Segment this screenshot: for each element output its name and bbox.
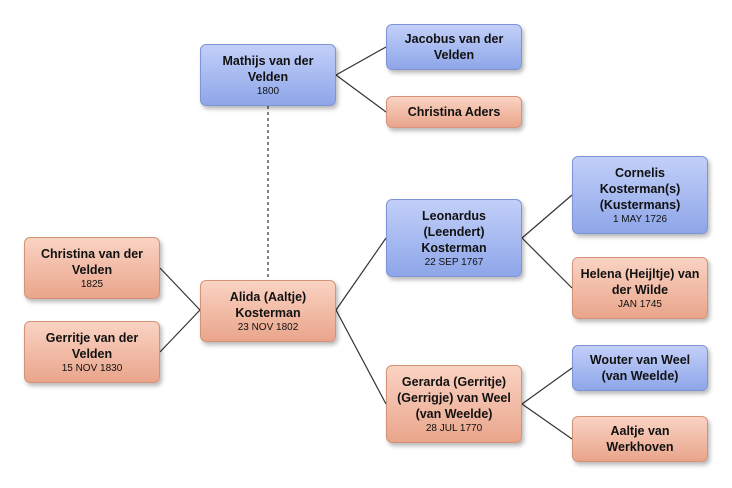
person-date: 23 NOV 1802 bbox=[237, 321, 299, 333]
person-name: Christina van der Velden bbox=[40, 246, 144, 277]
person-christina-aders[interactable]: Christina Aders bbox=[386, 96, 522, 128]
person-name: Gerritje van der Velden bbox=[45, 330, 139, 361]
person-date: 28 JUL 1770 bbox=[425, 422, 483, 434]
connector-gerritje-alida bbox=[159, 309, 201, 353]
person-cornelis-kosterman[interactable]: Cornelis Kosterman(s) (Kustermans) 1 MAY… bbox=[572, 156, 708, 234]
person-gerarda-van-weel[interactable]: Gerarda (Gerritje) (Gerrigje) van Weel (… bbox=[386, 365, 522, 443]
person-name: Gerarda (Gerritje) (Gerrigje) van Weel (… bbox=[397, 374, 511, 421]
person-date: 22 SEP 1767 bbox=[424, 256, 484, 268]
person-jacobus-van-der-velden[interactable]: Jacobus van der Velden bbox=[386, 24, 522, 70]
connector-gerarda-wouter bbox=[521, 367, 573, 405]
person-date: JAN 1745 bbox=[618, 298, 662, 310]
person-name: Helena (Heijltje) van der Wilde bbox=[580, 266, 700, 297]
connector-gerarda-aaltje bbox=[521, 403, 573, 440]
person-helena-van-der-wilde[interactable]: Helena (Heijltje) van der Wilde JAN 1745 bbox=[572, 257, 708, 319]
person-date: 15 NOV 1830 bbox=[61, 362, 123, 374]
connector-leonardus-helena bbox=[521, 237, 573, 289]
connector-mathijs-jacobus bbox=[335, 46, 387, 76]
connector-alida-leonardus bbox=[335, 237, 387, 311]
person-mathijs-van-der-velden[interactable]: Mathijs van der Velden 1800 bbox=[200, 44, 336, 106]
person-name: Leonardus (Leendert) Kosterman bbox=[421, 208, 487, 255]
person-wouter-van-weel[interactable]: Wouter van Weel (van Weelde) bbox=[572, 345, 708, 391]
person-date: 1 MAY 1726 bbox=[612, 213, 668, 225]
person-name: Cornelis Kosterman(s) (Kustermans) bbox=[599, 165, 681, 212]
connector-christina-alida bbox=[159, 267, 201, 311]
person-alida-kosterman[interactable]: Alida (Aaltje) Kosterman 23 NOV 1802 bbox=[200, 280, 336, 342]
connector-leonardus-cornelis bbox=[521, 194, 573, 239]
person-leonardus-kosterman[interactable]: Leonardus (Leendert) Kosterman 22 SEP 17… bbox=[386, 199, 522, 277]
person-name: Wouter van Weel (van Weelde) bbox=[589, 353, 691, 383]
connector-alida-gerarda bbox=[335, 309, 387, 405]
person-name: Christina Aders bbox=[407, 105, 501, 119]
person-aaltje-van-werkhoven[interactable]: Aaltje van Werkhoven bbox=[572, 416, 708, 462]
person-name: Alida (Aaltje) Kosterman bbox=[229, 289, 307, 320]
person-gerritje-van-der-velden[interactable]: Gerritje van der Velden 15 NOV 1830 bbox=[24, 321, 160, 383]
person-name: Jacobus van der Velden bbox=[404, 32, 504, 62]
person-name: Mathijs van der Velden bbox=[222, 53, 314, 84]
person-name: Aaltje van Werkhoven bbox=[606, 424, 674, 454]
person-date: 1800 bbox=[256, 85, 280, 97]
person-date: 1825 bbox=[80, 278, 104, 290]
connector-mathijs-christina-aders bbox=[335, 74, 387, 113]
person-christina-van-der-velden[interactable]: Christina van der Velden 1825 bbox=[24, 237, 160, 299]
